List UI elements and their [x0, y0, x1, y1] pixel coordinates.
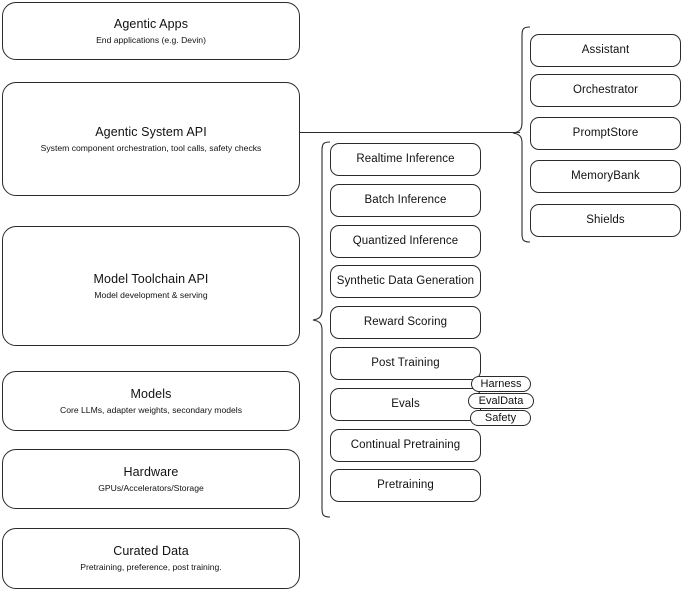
capability-continual-pretraining[interactable]: Continual Pretraining	[330, 429, 481, 462]
brace-agentic-system-components	[512, 26, 531, 243]
capability-reward-scoring[interactable]: Reward Scoring	[330, 306, 481, 339]
layer-model-toolchain-api[interactable]: Model Toolchain API Model development & …	[2, 226, 300, 346]
capability-post-training[interactable]: Post Training	[330, 347, 481, 380]
capability-label: Realtime Inference	[356, 153, 455, 165]
layer-curated-data[interactable]: Curated Data Pretraining, preference, po…	[2, 528, 300, 589]
layer-subtitle: Pretraining, preference, post training.	[80, 562, 222, 572]
component-memorybank[interactable]: MemoryBank	[530, 160, 681, 193]
capability-synthetic-data-generation[interactable]: Synthetic Data Generation	[330, 265, 481, 298]
eval-pill-evaldata[interactable]: EvalData	[468, 393, 534, 409]
layer-subtitle: GPUs/Accelerators/Storage	[98, 482, 204, 493]
capability-label: Continual Pretraining	[350, 439, 461, 451]
eval-pill-label: EvalData	[478, 395, 524, 407]
capability-label: Post Training	[371, 357, 440, 369]
capability-label: Pretraining	[377, 479, 434, 491]
component-shields[interactable]: Shields	[530, 204, 681, 237]
layer-title: Curated Data	[113, 544, 189, 558]
component-label: Assistant	[581, 44, 630, 56]
eval-pill-label: Harness	[480, 378, 522, 390]
component-assistant[interactable]: Assistant	[530, 34, 681, 67]
capability-label: Synthetic Data Generation	[336, 275, 475, 287]
connector-system-api-to-components	[300, 132, 520, 133]
layer-subtitle: End applications (e.g. Devin)	[96, 34, 206, 45]
layer-hardware[interactable]: Hardware GPUs/Accelerators/Storage	[2, 449, 300, 509]
capability-batch-inference[interactable]: Batch Inference	[330, 184, 481, 217]
component-label: MemoryBank	[571, 170, 640, 182]
layer-agentic-system-api[interactable]: Agentic System API System component orch…	[2, 82, 300, 196]
layer-subtitle: Core LLMs, adapter weights, secondary mo…	[60, 404, 242, 415]
layer-title: Agentic System API	[95, 124, 207, 139]
component-promptstore[interactable]: PromptStore	[530, 117, 681, 150]
brace-model-toolchain-capabilities	[312, 141, 331, 518]
capability-label: Evals	[391, 398, 420, 410]
layer-agentic-apps[interactable]: Agentic Apps End applications (e.g. Devi…	[2, 2, 300, 60]
layer-models[interactable]: Models Core LLMs, adapter weights, secon…	[2, 371, 300, 431]
component-label: Shields	[586, 214, 625, 226]
capability-evals[interactable]: Evals	[330, 388, 481, 421]
layer-title: Hardware	[123, 464, 179, 479]
capability-label: Batch Inference	[364, 194, 447, 206]
layer-title: Agentic Apps	[113, 16, 189, 31]
layer-title: Model Toolchain API	[93, 271, 209, 286]
eval-pill-label: Safety	[484, 412, 517, 424]
capability-realtime-inference[interactable]: Realtime Inference	[330, 143, 481, 176]
capability-label: Quantized Inference	[352, 235, 459, 247]
layer-subtitle: System component orchestration, tool cal…	[40, 142, 262, 153]
component-orchestrator[interactable]: Orchestrator	[530, 74, 681, 107]
component-label: Orchestrator	[572, 84, 639, 96]
capability-label: Reward Scoring	[363, 316, 448, 328]
capability-quantized-inference[interactable]: Quantized Inference	[330, 225, 481, 258]
eval-pill-safety[interactable]: Safety	[470, 410, 531, 426]
capability-pretraining[interactable]: Pretraining	[330, 469, 481, 502]
layer-title: Models	[130, 386, 172, 401]
eval-pill-harness[interactable]: Harness	[471, 376, 531, 392]
layer-subtitle: Model development & serving	[94, 289, 208, 300]
component-label: PromptStore	[572, 127, 639, 139]
